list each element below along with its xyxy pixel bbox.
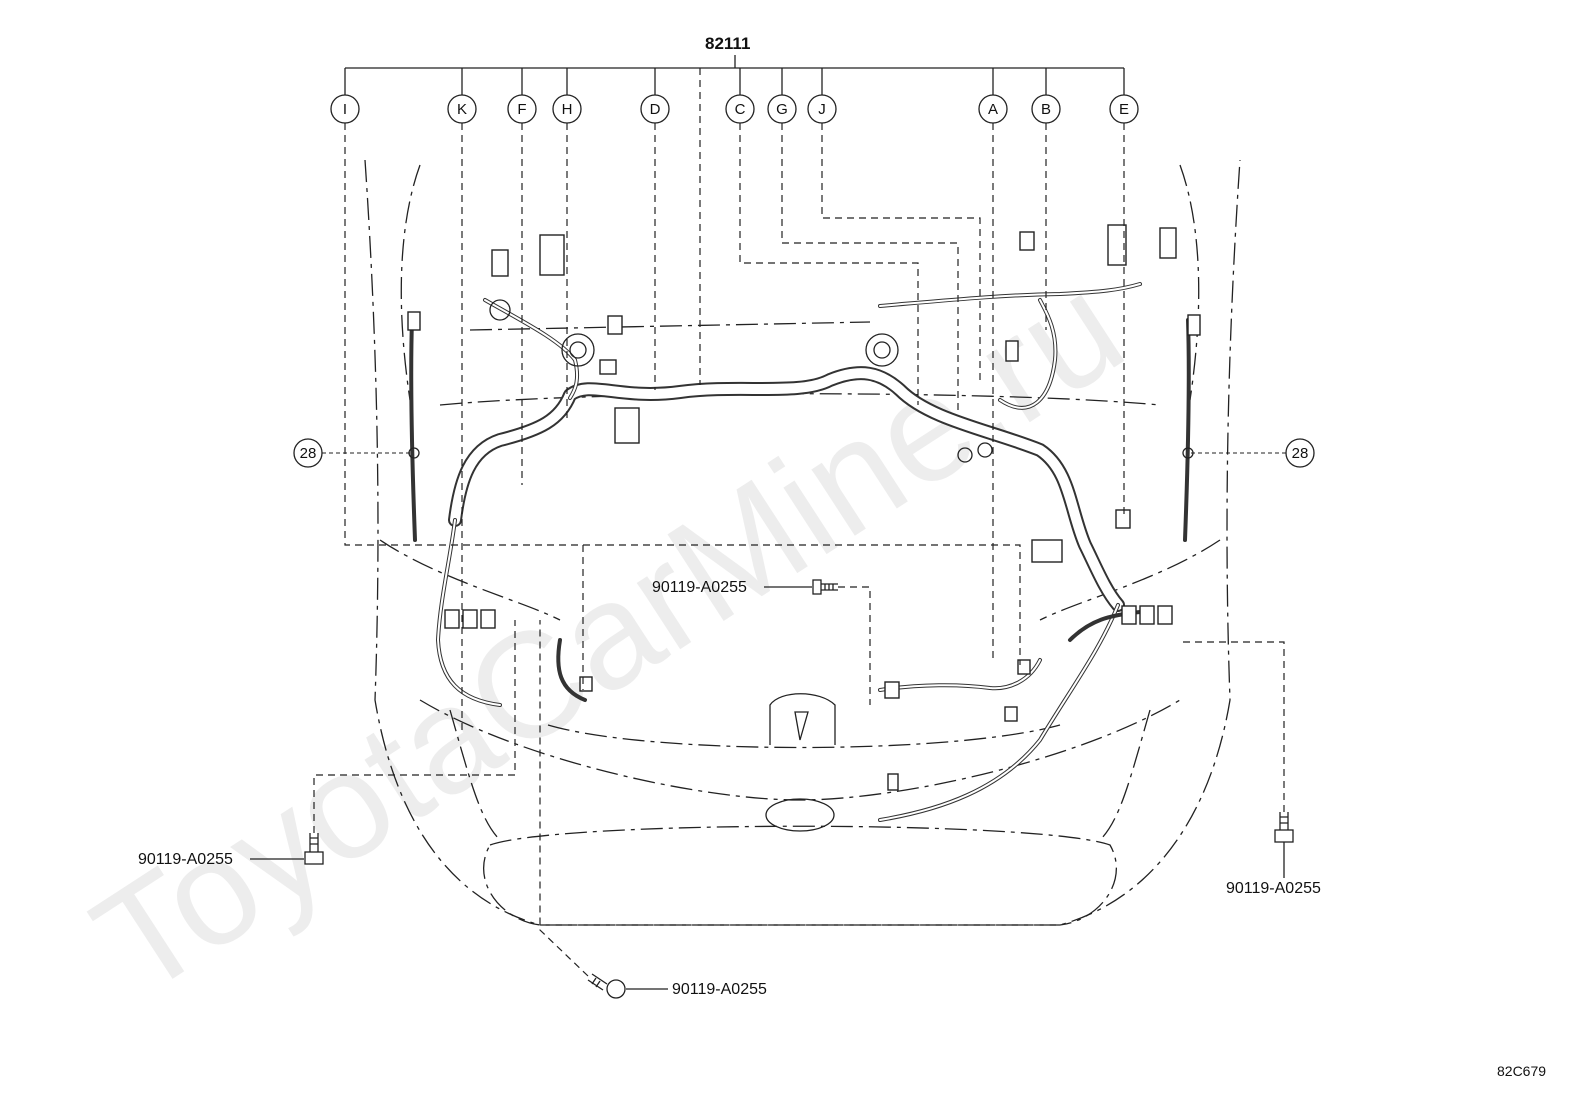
callout-g: G bbox=[767, 68, 797, 124]
callout-k-label: K bbox=[457, 101, 467, 118]
callout-i-label: I bbox=[343, 101, 347, 118]
bolt-bottom-label: 90119-A0255 bbox=[672, 981, 767, 998]
bolt-left: 90119-A0255 bbox=[138, 620, 516, 868]
callout-c-label: C bbox=[735, 101, 746, 118]
callout-j: J bbox=[807, 68, 837, 124]
bolt-right: 90119-A0255 bbox=[1180, 641, 1321, 897]
callout-e: E bbox=[1109, 68, 1139, 124]
callout-g-label: G bbox=[776, 101, 788, 118]
side-reference-left-label: 28 bbox=[300, 445, 317, 462]
callout-b: B bbox=[1031, 68, 1061, 124]
callout-d-label: D bbox=[650, 101, 661, 118]
bolt-bottom: 90119-A0255 bbox=[539, 620, 767, 999]
diagram-id: 82C679 bbox=[1497, 1063, 1546, 1079]
callout-j-label: J bbox=[818, 101, 826, 118]
connectors bbox=[407, 224, 1201, 791]
callout-b-label: B bbox=[1041, 101, 1051, 118]
callout-f-label: F bbox=[517, 101, 526, 118]
callout-i: I bbox=[330, 68, 360, 124]
vehicle-body-outline bbox=[364, 159, 1241, 926]
callout-a-label: A bbox=[988, 101, 998, 118]
bolt-center-label: 90119-A0255 bbox=[652, 579, 747, 596]
callout-h: H bbox=[552, 68, 582, 124]
callout-a: A bbox=[978, 68, 1008, 124]
bolt-center: 90119-A0255 bbox=[652, 579, 871, 705]
callout-routing bbox=[344, 68, 1125, 735]
callout-c: C bbox=[725, 68, 755, 124]
bolt-left-label: 90119-A0255 bbox=[138, 851, 233, 868]
callout-h-label: H bbox=[562, 101, 573, 118]
bolt-right-label: 90119-A0255 bbox=[1226, 880, 1321, 897]
side-reference-right-label: 28 bbox=[1292, 445, 1309, 462]
callout-e-label: E bbox=[1119, 101, 1129, 118]
callout-d: D bbox=[640, 68, 670, 124]
side-reference-left: 28 bbox=[293, 438, 420, 468]
watermark: ToyotaCarMine.ru bbox=[66, 241, 1150, 1027]
callout-k: K bbox=[447, 68, 477, 124]
emblem bbox=[765, 798, 835, 832]
callout-bracket bbox=[345, 55, 1124, 69]
main-part-number: 82111 bbox=[705, 34, 750, 53]
side-reference-right: 28 bbox=[1182, 438, 1315, 468]
callout-f: F bbox=[507, 68, 537, 124]
